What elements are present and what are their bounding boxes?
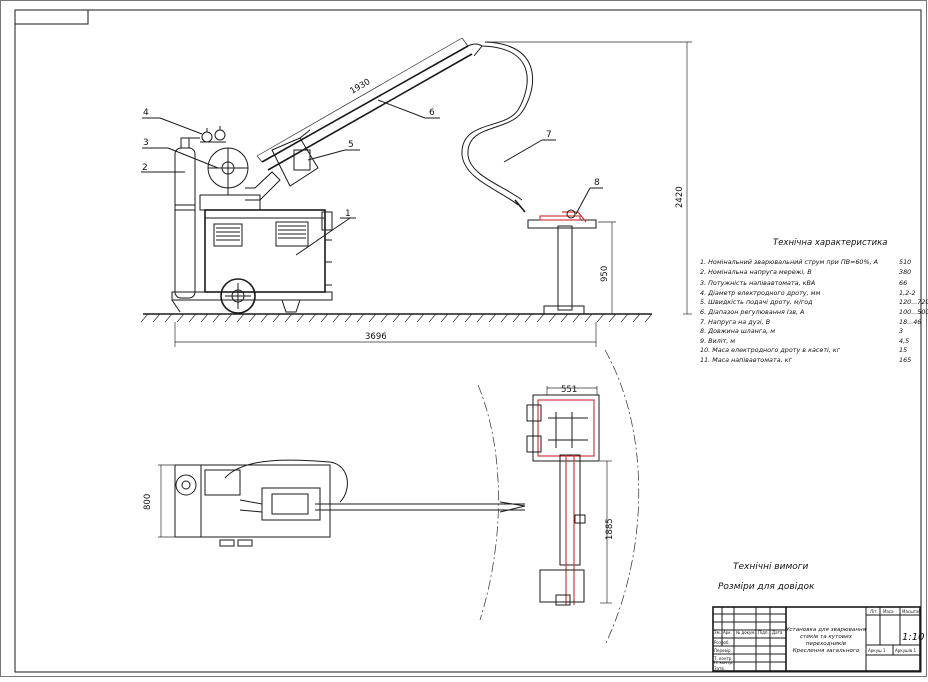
- tb-sheets: Аркушів 1: [895, 648, 916, 653]
- callout-numbers: 1 2 3 4 5 6 7 8: [142, 108, 600, 219]
- tb-name-line-1: Установка для зварювання: [786, 627, 867, 633]
- plan-view: [174, 349, 640, 646]
- tb-label-zm: Зм.: [714, 630, 721, 635]
- tb-label-ark: Арк.: [723, 630, 732, 635]
- tb-label-date: Дата: [772, 630, 783, 635]
- tb-label-checked: Перевір.: [714, 648, 732, 653]
- dim-stand-height: 950: [600, 266, 610, 282]
- spec-row-10-label: 10. Маса електродного дроту в касеті, кг: [700, 346, 841, 354]
- spec-row-11-label: 11. Маса напівавтомата, кг: [700, 356, 793, 364]
- side-elevation-view: [140, 41, 653, 323]
- tb-label-norm-control: Н. контр.: [714, 660, 733, 665]
- dim-total-length: 3696: [365, 332, 387, 342]
- callout-2: 2: [142, 163, 148, 173]
- dimension-lines: [174, 37, 692, 347]
- spec-row-4-value: 1,2-2: [899, 289, 916, 297]
- tb-label-approved: Затв.: [714, 666, 725, 671]
- spec-row-5-value: 120...720: [899, 298, 928, 306]
- tb-col-mass: Маса: [883, 609, 894, 614]
- spec-row-7-label: 7. Напруга на дузі, В: [700, 318, 770, 326]
- spec-row-9-value: 4,5: [899, 337, 909, 345]
- spec-row-7-value: 18...46: [899, 318, 921, 326]
- tb-name-line-3: переходників: [806, 641, 846, 647]
- spec-row-6-value: 100...500: [899, 308, 928, 316]
- tb-label-tech-control: Т. контр.: [713, 656, 733, 661]
- dim-boom-length: 1930: [349, 77, 373, 96]
- spec-row-2-label: 2. Номінальна напруга мережі, В: [700, 268, 812, 276]
- technical-requirements-heading: Технічні вимоги: [733, 562, 808, 572]
- callout-4: 4: [143, 108, 149, 118]
- dim-plan-width: 800: [143, 494, 153, 510]
- tb-name-line-4: Креслення загального: [793, 648, 860, 654]
- spec-row-4-label: 4. Діаметр електродного дроту, мм: [700, 289, 820, 297]
- spec-row-5-label: 5. Швидкість подачі дроту, м/год: [700, 298, 813, 306]
- spec-row-9-label: 9. Виліт, м: [700, 337, 735, 345]
- title-block-labels: Зм. Арк. № докум. Підп. Дата Розроб. Пер…: [713, 609, 922, 671]
- spec-row-3-label: 3. Потужність напівавтомата, кВА: [700, 279, 815, 287]
- dimension-values: 1930 2420 950 3696 551 1885 800: [143, 77, 685, 540]
- tb-scale-value: 1:10: [902, 632, 924, 643]
- callout-5: 5: [348, 140, 354, 150]
- tb-label-doc: № докум.: [736, 630, 756, 635]
- stand-top-view: [158, 386, 612, 606]
- dim-top-width: 551: [561, 385, 577, 395]
- specs-title: Технічна характеристика: [773, 238, 887, 248]
- spec-row-6-label: 6. Діапазон регулювання Ізв, А: [700, 308, 804, 316]
- spec-row-10-value: 15: [899, 346, 907, 354]
- tb-col-lit: Літ.: [870, 609, 878, 614]
- tb-name-line-2: стиків та кутових: [800, 634, 853, 640]
- spec-row-11-value: 165: [899, 356, 911, 364]
- callout-7: 7: [546, 130, 552, 140]
- title-block-name: Установка для зварювання стиків та кутов…: [786, 627, 867, 654]
- spec-row-8-label: 8. Довжина шланга, м: [700, 327, 775, 335]
- callout-3: 3: [143, 138, 149, 148]
- title-block: [712, 606, 921, 672]
- callout-1: 1: [345, 209, 351, 219]
- spec-row-1-value: 510: [899, 258, 911, 266]
- spec-row-3-value: 66: [899, 279, 907, 287]
- specs-table: 1. Номінальний зварювальний струм при ПВ…: [700, 258, 928, 364]
- tb-col-scale: Масштаб: [902, 609, 922, 614]
- callout-leaders: [141, 99, 603, 256]
- spec-row-2-value: 380: [899, 268, 911, 276]
- callout-8: 8: [594, 178, 600, 188]
- tb-label-sign: Підп.: [758, 630, 769, 635]
- dim-rail-length: 1885: [605, 518, 615, 540]
- dim-total-height: 2420: [675, 186, 685, 208]
- tb-sheet: Аркуш 1: [868, 648, 886, 653]
- spec-row-8-value: 3: [899, 327, 903, 335]
- spec-row-1-label: 1. Номінальний зварювальний струм при ПВ…: [700, 258, 878, 266]
- tb-label-developer: Розроб.: [714, 640, 730, 645]
- reference-dimensions-note: Розміри для довідок: [718, 582, 815, 592]
- callout-6: 6: [429, 108, 435, 118]
